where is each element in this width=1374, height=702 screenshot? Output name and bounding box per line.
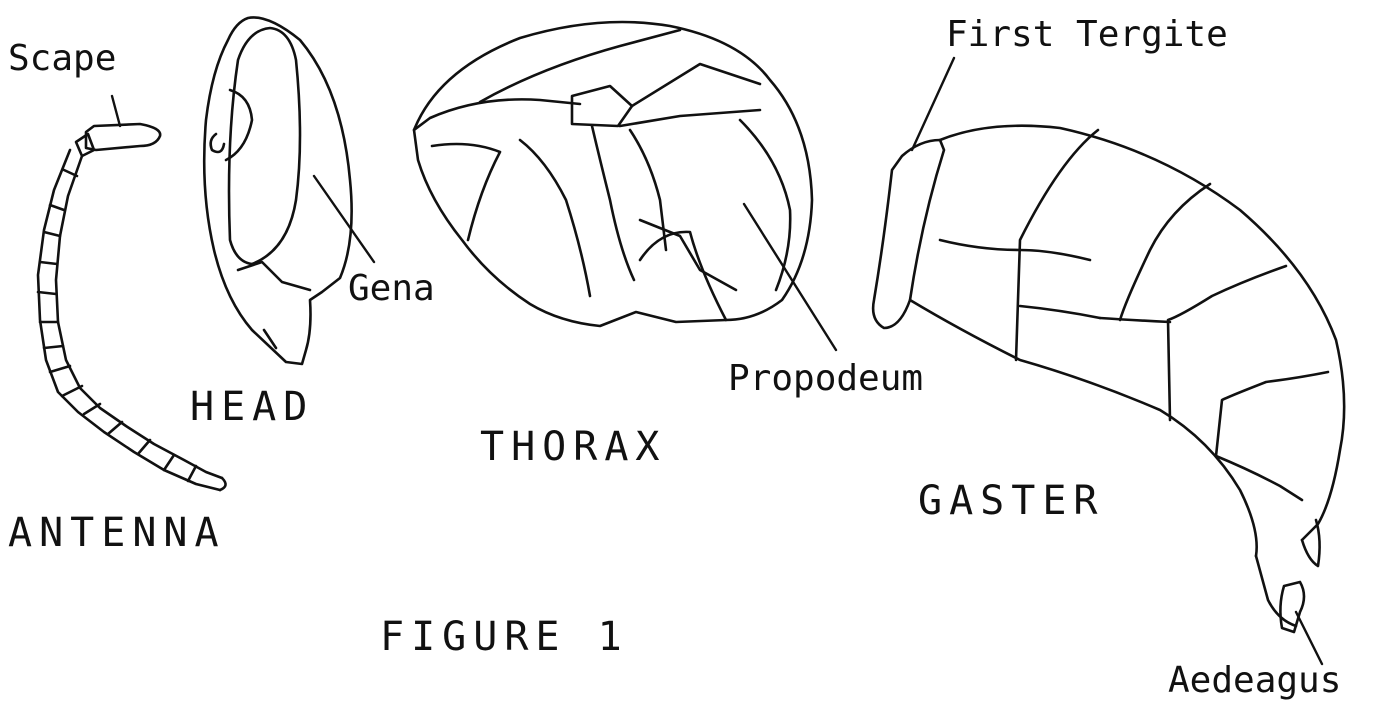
cerci	[1302, 520, 1320, 566]
antenna-drawing	[38, 124, 226, 490]
mesopleuron-inner	[640, 220, 736, 290]
scutellum	[572, 86, 632, 126]
sternite-2	[1020, 306, 1100, 318]
tergite-suture-4	[1216, 372, 1328, 456]
figure-caption: FIGURE 1	[380, 614, 629, 660]
gaster-drawing	[873, 126, 1344, 632]
metanotum	[620, 110, 760, 126]
scape-label: Scape	[8, 38, 116, 79]
gena-label: Gena	[348, 268, 435, 309]
pleural-suture-2	[520, 140, 590, 296]
scutellar-groove	[632, 64, 760, 106]
flagellum-divider	[44, 346, 63, 348]
scape-segment	[86, 124, 160, 150]
sternite-1	[940, 240, 1090, 260]
flagellum-divider	[108, 422, 122, 434]
flagellum-divider	[44, 232, 60, 236]
mesopleuron	[592, 126, 634, 280]
tergite-suture-1	[1016, 130, 1098, 360]
scape-leader-line	[112, 96, 120, 126]
pronotum	[414, 99, 580, 130]
flagellum-divider	[84, 404, 100, 414]
flagellum-divider	[188, 466, 196, 481]
antennal-socket	[211, 134, 224, 152]
aedeagus-leader-line	[1296, 612, 1322, 664]
mandible-lower	[238, 262, 310, 290]
flagellum-divider	[62, 386, 82, 396]
thorax-title: THORAX	[480, 424, 667, 470]
head-drawing	[204, 17, 351, 364]
head-title: HEAD	[190, 384, 314, 430]
pleural-suture-1	[432, 144, 500, 240]
flagellum-divider	[50, 205, 64, 210]
flagellum-divider	[164, 455, 174, 470]
compound-eye	[229, 28, 300, 264]
gaster-title: GASTER	[918, 478, 1105, 524]
aedeagus-label: Aedeagus	[1168, 660, 1341, 701]
thorax-outline	[414, 22, 812, 326]
propodeum-label: Propodeum	[728, 358, 923, 399]
antenna-title: ANTENNA	[8, 510, 226, 556]
flagellum-outer-edge	[38, 150, 220, 490]
sternite-4	[1216, 456, 1302, 500]
gena-leader-line	[314, 176, 374, 262]
flagellum-divider	[40, 262, 57, 264]
coxa-1	[630, 130, 666, 250]
flagellum-tip	[220, 478, 226, 490]
tergite-suture-2	[1120, 184, 1210, 320]
sternite-3	[1100, 318, 1170, 322]
flagellum-divider	[38, 292, 56, 294]
head-capsule-outline	[204, 17, 351, 364]
thorax-drawing	[414, 22, 812, 326]
terminal-segment	[1256, 556, 1296, 626]
flagellum-divider	[138, 440, 150, 454]
first-tergite-label: First Tergite	[946, 14, 1228, 55]
flagellum-divider	[50, 366, 70, 372]
petiole	[873, 140, 944, 328]
